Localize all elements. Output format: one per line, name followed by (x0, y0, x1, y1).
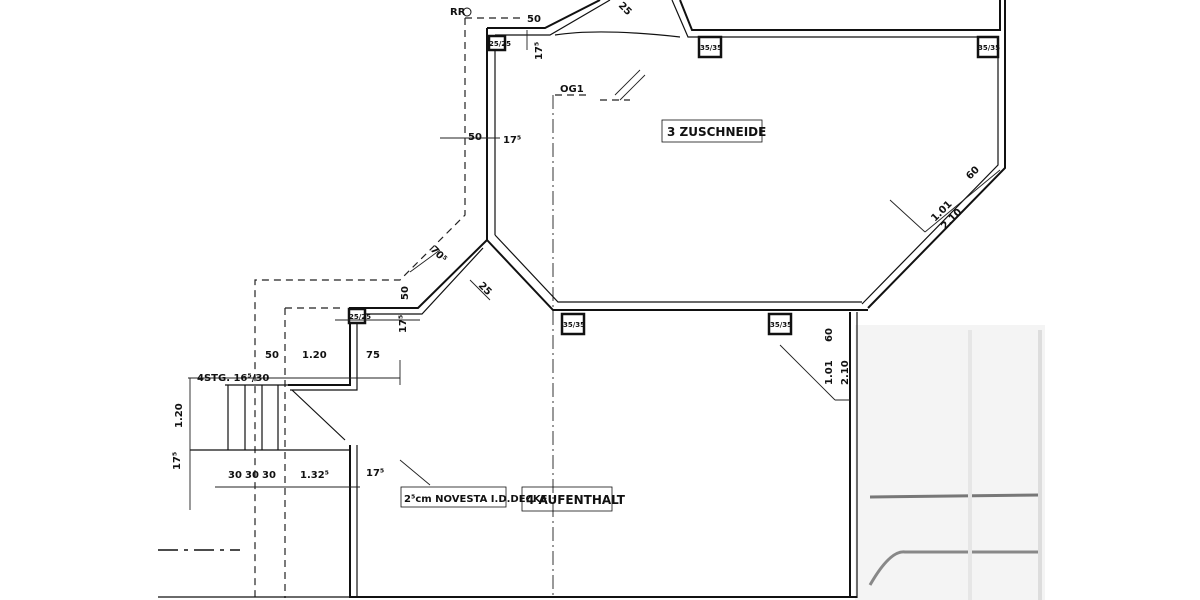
column-label: 35/35 (700, 44, 722, 52)
stairs-label: 4STG. 16⁵/30 (197, 373, 269, 384)
dim-label: 50 (400, 286, 411, 300)
dim-label: 2.10 (840, 360, 851, 385)
dim-label: 1.20 (302, 350, 327, 361)
dim-label: 17⁵ (398, 315, 409, 333)
dim-label: 50 (527, 14, 541, 25)
dim-label: 30 (262, 470, 276, 481)
dim-label: 1.01 (824, 360, 835, 385)
column-label: 25/25 (489, 40, 511, 48)
faded-scan-region (855, 325, 1045, 600)
og1-label: OG1 (560, 84, 584, 95)
dashed-outline (254, 17, 646, 598)
column-label: 25/25 (349, 313, 371, 321)
dim-label: 30 (228, 470, 242, 481)
dim-label: 17⁵ (366, 468, 384, 479)
dim-label: 17⁵ (172, 452, 183, 470)
dim-label: 17⁵ (503, 135, 521, 146)
annotations: RR OG1 4STG. 16⁵/30 2⁵cm NOVESTA I.D.DEC… (197, 7, 584, 508)
dim-label: 75 (366, 350, 380, 361)
walls-room-3 (486, 0, 1006, 311)
dim-label: 60 (964, 164, 982, 182)
dim-label: 50 (468, 132, 482, 143)
room-label-aufenthalt: 4 AUFENTHALT (526, 493, 626, 507)
column-label: 35/35 (978, 44, 1000, 52)
stairs (190, 384, 350, 451)
columns: 35/35 35/35 35/35 35/35 25/25 25/25 (347, 34, 1000, 336)
dim-label: 25 (476, 280, 494, 298)
dim-label: 30 (245, 470, 259, 481)
dim-label: 25 (616, 0, 634, 18)
walls-room-4 (288, 239, 858, 598)
dim-label: 1.20 (174, 403, 185, 428)
room-label-zuschneide: 3 ZUSCHNEIDE (667, 125, 766, 139)
dim-label: 17⁵ (534, 42, 545, 60)
dimension-lines (188, 30, 1001, 510)
ceiling-note: 2⁵cm NOVESTA I.D.DECKE (404, 494, 548, 505)
rr-label: RR (450, 7, 466, 18)
dim-label: 60 (824, 328, 835, 342)
room-labels: 3 ZUSCHNEIDE 4 AUFENTHALT (521, 119, 766, 512)
column-label: 35/35 (770, 321, 792, 329)
column-label: 35/35 (563, 321, 585, 329)
dim-label: 50 (265, 350, 279, 361)
rain-pipe-icon (462, 7, 472, 17)
dim-label: 70⁵ (428, 244, 449, 265)
dim-label: 1.32⁵ (300, 470, 329, 481)
